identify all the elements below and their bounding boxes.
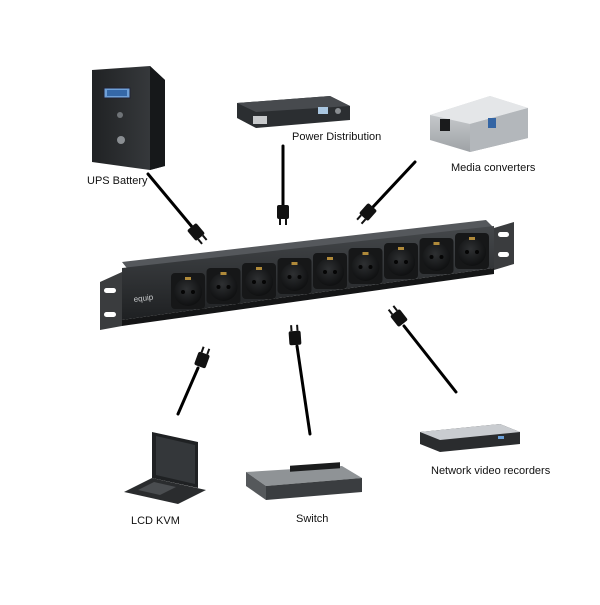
media-converter-device bbox=[430, 96, 528, 152]
label-switch: Switch bbox=[296, 513, 329, 525]
nvr-device bbox=[420, 424, 520, 452]
plug-kvm bbox=[194, 346, 211, 369]
cables-bottom bbox=[176, 324, 458, 436]
pdu-outlet bbox=[348, 248, 383, 284]
pdu-outlets bbox=[171, 233, 489, 309]
cable-ups bbox=[146, 172, 195, 230]
label-media-converters: Media converters bbox=[451, 162, 536, 174]
plug-power bbox=[277, 205, 289, 225]
pdu-outlet bbox=[277, 258, 312, 294]
cable-kvm bbox=[176, 366, 200, 416]
plug-ups bbox=[187, 223, 208, 245]
plug-media bbox=[356, 203, 377, 225]
cable-switch bbox=[295, 344, 312, 436]
pdu-outlet bbox=[171, 273, 205, 309]
label-ups-battery: UPS Battery bbox=[87, 175, 148, 187]
power-distribution-device bbox=[237, 96, 350, 128]
pdu-outlet bbox=[313, 253, 347, 289]
pdu-outlet bbox=[419, 238, 454, 274]
pdu-outlet bbox=[206, 268, 241, 304]
cable-media bbox=[370, 160, 417, 210]
pdu-outlet bbox=[384, 243, 418, 279]
label-power-distribution: Power Distribution bbox=[292, 131, 382, 143]
network-switch-device bbox=[246, 462, 362, 500]
pdu-power-strip: equip bbox=[100, 220, 514, 330]
pdu-outlet bbox=[242, 263, 276, 299]
plug-nvr bbox=[387, 305, 408, 327]
pdu-right-bracket bbox=[494, 222, 514, 270]
pdu-outlet bbox=[455, 233, 489, 269]
label-network-video-recorders: Network video recorders bbox=[431, 465, 551, 477]
plug-switch bbox=[288, 324, 302, 346]
lcd-kvm-device bbox=[124, 432, 206, 504]
cable-nvr bbox=[402, 324, 458, 394]
label-lcd-kvm: LCD KVM bbox=[131, 515, 180, 527]
pdu-brand-label: equip bbox=[133, 293, 154, 304]
cables-top bbox=[146, 144, 417, 230]
ups-battery-device bbox=[92, 66, 165, 170]
pdu-left-bracket bbox=[100, 272, 122, 330]
